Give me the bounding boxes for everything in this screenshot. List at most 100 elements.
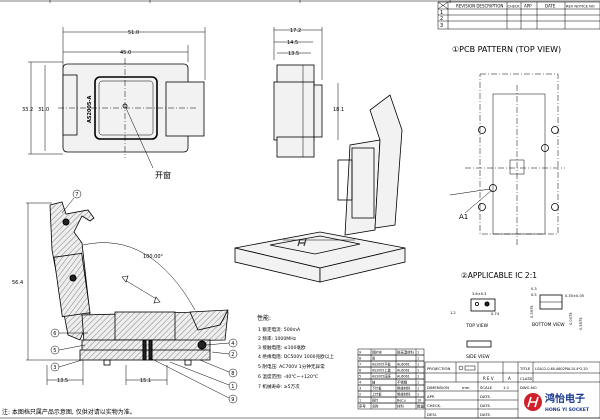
bom-material: AL6061 bbox=[397, 369, 410, 373]
bom-part-name: 簧 bbox=[372, 356, 376, 361]
bom-quantity: 1 bbox=[417, 369, 419, 373]
balloon-1: 1 bbox=[231, 384, 234, 390]
bom-quantity: 1 bbox=[417, 375, 419, 379]
bom-part-name: 轴 bbox=[372, 380, 375, 385]
bom-quantity: 1 bbox=[417, 393, 419, 397]
ic-dim-03975: 0.3975 bbox=[530, 305, 534, 318]
bom-material: 绝缘材料 bbox=[397, 392, 411, 397]
spec-item-3: 3 接触电阻: ≤100毫欧 bbox=[258, 344, 306, 351]
dimension-unit: mm bbox=[462, 385, 470, 390]
bom-quantity: 1 bbox=[417, 381, 419, 385]
bom-part-name: AS2005平板 bbox=[372, 362, 392, 367]
specs-title: 性能: bbox=[257, 314, 271, 322]
dim-side-13-5: 13.5 bbox=[288, 51, 299, 57]
bom-quantity: 1 bbox=[417, 351, 419, 355]
dim-15-1: 15.1 bbox=[140, 378, 151, 384]
window-label: 开窗 bbox=[155, 170, 171, 180]
bom-index: 序号 bbox=[359, 404, 366, 409]
date-label-1: DATE. bbox=[480, 394, 491, 399]
bom-index: 5 bbox=[359, 375, 361, 379]
date-label-2: DATE. bbox=[480, 403, 491, 408]
bom-part-name: 上针板 bbox=[372, 392, 382, 397]
designed-label: DESI. bbox=[427, 412, 437, 417]
rev-row-1: 1 bbox=[440, 10, 443, 16]
bom-part-name: AS2005上盖 bbox=[372, 368, 392, 373]
bom-index: 8 bbox=[359, 357, 361, 361]
dim-height-56-4: 56.4 bbox=[12, 280, 23, 286]
dimension-label: DIMENSION bbox=[427, 385, 449, 390]
spec-item-6: 6 温度范围: -40℃~+120℃ bbox=[258, 373, 318, 380]
bom-quantity: 1 bbox=[417, 363, 419, 367]
bom-quantity: 1 bbox=[417, 357, 419, 361]
spec-item-7: 7 机械寿命: ≥5万次 bbox=[258, 383, 300, 390]
bom-part-name: 名称 bbox=[372, 404, 379, 409]
scale-label: SCALE bbox=[480, 385, 493, 390]
ic-dim-05975: 0.5975 bbox=[579, 317, 583, 330]
dim-width-inner: 45.0 bbox=[120, 50, 131, 56]
checked-label: CHECK. bbox=[427, 403, 441, 408]
title-block: PROJECTION R E V A TITLE LGA12-0.60-A602… bbox=[424, 361, 600, 419]
projection-label: PROJECTION bbox=[427, 366, 451, 371]
bom-material: 绝缘材料 bbox=[397, 386, 411, 391]
spec-item-5: 5 耐电压: AC700V 1分钟无异常 bbox=[258, 363, 325, 370]
socket-isometric-view bbox=[234, 94, 406, 283]
ic-dim-12: 1.2 bbox=[450, 311, 456, 315]
socket-side-view: 17.2 14.5 13.5 18.1 bbox=[273, 27, 344, 158]
applicable-ic: ②APPLICABLE IC 2:1 3.6±0.3 0.74 1.2 TOP … bbox=[450, 271, 584, 360]
balloon-7: 7 bbox=[75, 192, 78, 198]
bom-material: BeCu bbox=[397, 399, 406, 403]
bom-quantity: 10 bbox=[417, 399, 421, 403]
balloon-5: 5 bbox=[53, 348, 56, 354]
rev-row-3: 3 bbox=[440, 23, 443, 29]
spec-item-4: 4 绝缘电阻: DC500V 1000兆欧以上 bbox=[258, 353, 334, 360]
ic-dim-074: 0.74 bbox=[491, 312, 500, 316]
spec-item-2: 2 频率: 1000MHz bbox=[258, 335, 297, 342]
bom-material: AL6061 bbox=[397, 375, 410, 379]
rev-header-check: CHECK bbox=[508, 5, 521, 9]
bom-part-name: AS2005底座 bbox=[372, 374, 392, 379]
bom-material: 不锈钢 bbox=[397, 380, 408, 385]
rev-label: R E V bbox=[483, 376, 494, 381]
balloon-4: 4 bbox=[231, 341, 234, 347]
bom-row: 2 上针板 绝缘材料 1 bbox=[357, 390, 425, 398]
spec-item-1: 1 额定电流: 500mA bbox=[258, 326, 301, 333]
bom-row: 5 AS2005底座 AL6061 1 bbox=[357, 372, 425, 380]
bom-row: 8 簧 1 bbox=[357, 354, 425, 362]
bom-index: 7 bbox=[359, 363, 361, 367]
revision-table: REVISION DESCRIPTION CHECK APP DATE REV … bbox=[437, 1, 600, 30]
bom-material: AL6061 bbox=[397, 363, 410, 367]
ic-side-view-label: SIDE VIEW bbox=[466, 354, 490, 360]
company-name-en: HONG YI SOCKET bbox=[545, 407, 590, 413]
balloon-2: 2 bbox=[231, 352, 234, 358]
company-name-cn: 鸿怡电子 bbox=[545, 392, 585, 405]
dim-side-14-5: 14.5 bbox=[287, 40, 298, 46]
ic-dim-width: 3.6±0.3 bbox=[472, 292, 486, 296]
model-label: AS2005-A bbox=[87, 96, 93, 123]
balloon-3: 3 bbox=[53, 365, 56, 371]
bom-quantity: 1 bbox=[417, 387, 419, 391]
ic-dim-05: 0.5 bbox=[531, 293, 537, 297]
bom-header-row: 序号名称材料数量 bbox=[357, 402, 424, 410]
bom-part-name: 保护块 bbox=[372, 350, 382, 355]
ic-top-view-label: TOP VIEW bbox=[465, 323, 489, 329]
bom-index: 2 bbox=[359, 393, 361, 397]
dim-height-outer: 33.2 bbox=[22, 107, 33, 113]
specifications: 性能: 1 额定电流: 500mA 2 频率: 1000MHz 3 接触电阻: … bbox=[257, 314, 334, 390]
rev-header-date: DATE bbox=[545, 4, 556, 9]
applicable-ic-title: ②APPLICABLE IC 2:1 bbox=[461, 271, 537, 280]
drawing-note: 注: 本图档只属产品示意图, 仅供对请以实物为准。 bbox=[2, 408, 136, 416]
bom-material: 耐高温材料 bbox=[397, 350, 415, 355]
rev-header-notice: REV NOTICE NO bbox=[566, 5, 595, 9]
rev-row-2: 2 bbox=[440, 16, 443, 22]
a1-label: A1 bbox=[459, 213, 468, 221]
approved-label: APP. bbox=[427, 394, 435, 399]
dim-width-outer: 51.0 bbox=[128, 30, 139, 36]
dim-side-17-2: 17.2 bbox=[290, 28, 301, 34]
bom-part-name: 探针 bbox=[372, 398, 379, 403]
ic-dim-00075: 0.0075 bbox=[569, 312, 573, 325]
balloon-8: 8 bbox=[231, 371, 234, 377]
